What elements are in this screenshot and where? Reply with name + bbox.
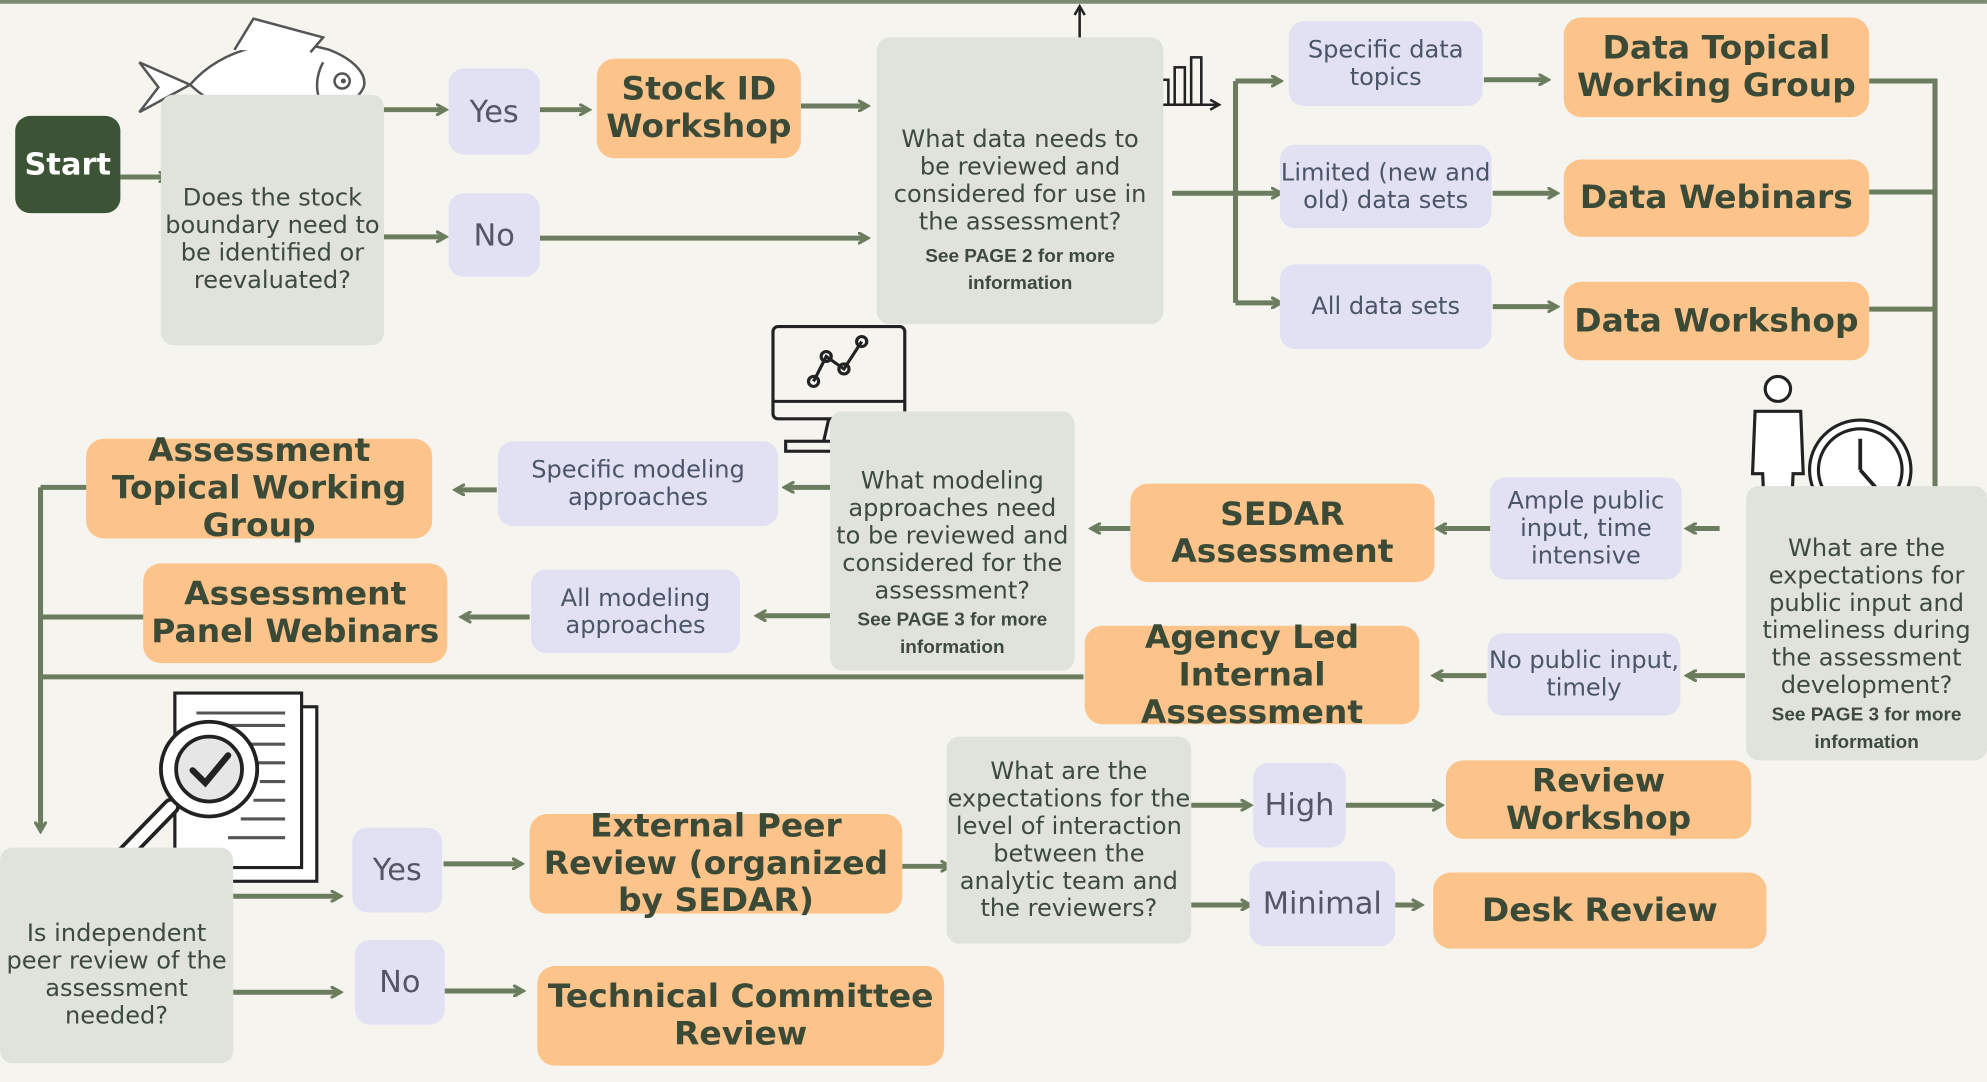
expectations-option-none: No public input, timely bbox=[1487, 633, 1681, 716]
agency-led-internal-assessment: Agency Led Internal Assessment bbox=[1084, 619, 1420, 731]
data-option-limited: Limited (new and old) data sets bbox=[1279, 144, 1492, 229]
interaction-question: What are the expectations for the level … bbox=[946, 736, 1192, 944]
external-peer-review: External Peer Review (organized by SEDAR… bbox=[529, 808, 903, 920]
sedar-assessment: SEDAR Assessment bbox=[1130, 483, 1435, 583]
peer-review-question: Is independent peer review of the assess… bbox=[0, 847, 234, 1064]
data-option-specific: Specific data topics bbox=[1288, 21, 1483, 106]
data-option-all: All data sets bbox=[1279, 264, 1492, 350]
desk-review: Desk Review bbox=[1433, 872, 1767, 949]
assessment-panel-webinars: Assessment Panel Webinars bbox=[143, 563, 448, 664]
expectations-option-ample: Ample public input, time intensive bbox=[1490, 477, 1682, 580]
modeling-option-specific: Specific modeling approaches bbox=[498, 441, 779, 527]
top-border bbox=[0, 0, 1987, 4]
start-node: Start bbox=[15, 115, 121, 214]
modeling-option-all: All modeling approaches bbox=[530, 569, 741, 654]
expectations-question-text: What are the expectations for public inp… bbox=[1762, 534, 1971, 700]
peer-no-option: No bbox=[354, 939, 445, 1025]
expectations-question: What are the expectations for public inp… bbox=[1746, 486, 1987, 761]
data-workshop: Data Workshop bbox=[1563, 281, 1870, 361]
stock-yes-option: Yes bbox=[448, 68, 540, 155]
assessment-topical-working-group: Assessment Topical Working Group bbox=[86, 433, 433, 545]
peer-yes-option: Yes bbox=[352, 827, 443, 913]
modeling-question-text: What modeling approaches need to be revi… bbox=[836, 467, 1069, 605]
stock-boundary-question: Does the stock boundary need to be ident… bbox=[160, 94, 384, 346]
stock-id-workshop: Stock ID Workshop bbox=[596, 58, 801, 159]
data-question: What data needs to be reviewed and consi… bbox=[876, 37, 1164, 325]
document-magnifier-icon bbox=[105, 691, 319, 883]
data-webinars: Data Webinars bbox=[1563, 159, 1870, 237]
interaction-minimal-option: Minimal bbox=[1249, 861, 1396, 947]
interaction-high-option: High bbox=[1253, 762, 1346, 848]
technical-committee-review: Technical Committee Review bbox=[537, 966, 945, 1066]
expectations-question-note: See PAGE 3 for more information bbox=[1771, 704, 1962, 753]
data-question-text: What data needs to be reviewed and consi… bbox=[893, 125, 1147, 236]
data-question-note: See PAGE 2 for more information bbox=[925, 245, 1115, 295]
modeling-question-note: See PAGE 3 for more information bbox=[857, 609, 1048, 659]
data-topical-working-group: Data Topical Working Group bbox=[1563, 17, 1870, 118]
modeling-question: What modeling approaches need to be revi… bbox=[830, 411, 1075, 671]
stock-no-option: No bbox=[448, 193, 540, 277]
review-workshop: Review Workshop bbox=[1445, 760, 1752, 839]
